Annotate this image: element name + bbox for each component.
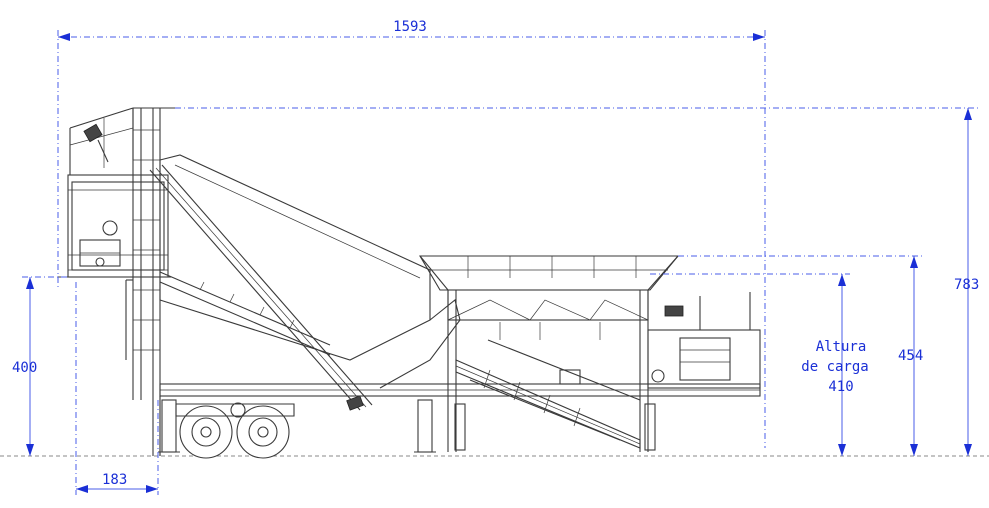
weigh-conveyor	[455, 322, 641, 449]
dim-loading-height-label-1: Altura	[816, 339, 867, 355]
control-platform	[58, 107, 175, 278]
vertical-mast	[125, 108, 161, 456]
power-unit	[647, 292, 761, 389]
aggregate-hopper	[419, 255, 680, 452]
dim-rear-offset: 183	[102, 472, 127, 488]
dim-total-length: 1593	[393, 19, 427, 35]
dim-platform-height: 400	[12, 360, 37, 376]
dim-loading-height-label-2: de carga	[801, 359, 868, 375]
dim-hopper-height: 454	[898, 348, 923, 364]
dim-loading-height-value: 410	[828, 379, 853, 395]
support-feet	[158, 399, 656, 453]
dimension-lines	[22, 30, 978, 495]
trailer-wheels	[175, 402, 295, 459]
skip-conveyor	[149, 164, 373, 411]
chassis	[159, 383, 761, 456]
dim-total-height: 783	[954, 277, 979, 293]
machine-drawing	[58, 107, 761, 459]
